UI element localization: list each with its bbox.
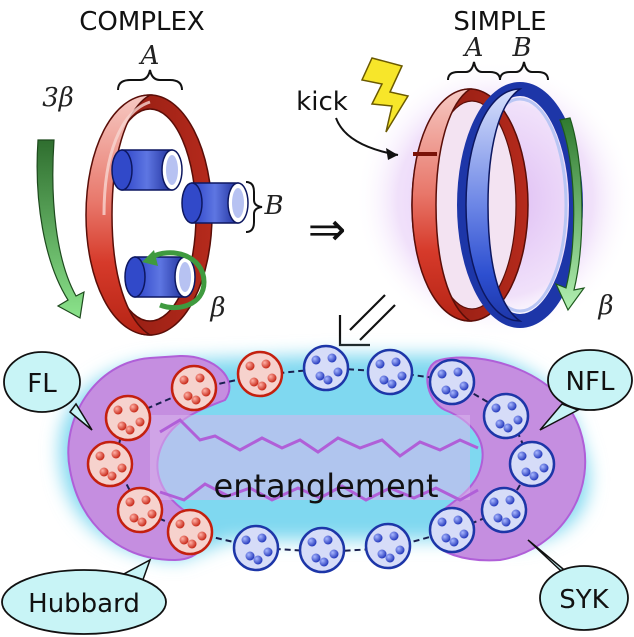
double-arrow-down-left bbox=[338, 294, 396, 347]
implies-arrow: ⇒ bbox=[308, 202, 347, 256]
label-b-right: B bbox=[511, 33, 531, 63]
site-blue-2 bbox=[366, 348, 414, 396]
site-blue-4 bbox=[482, 392, 530, 440]
callout-nfl-text: NFL bbox=[566, 367, 615, 397]
label-a-left: A bbox=[139, 41, 160, 71]
site-blue-7 bbox=[428, 506, 476, 554]
label-beta-right: β bbox=[597, 291, 613, 321]
label-beta-left: β bbox=[209, 293, 225, 323]
lightning-bolt-icon bbox=[360, 57, 410, 133]
site-blue-9 bbox=[298, 526, 346, 574]
site-blue-5 bbox=[508, 440, 556, 488]
simple-title: SIMPLE bbox=[453, 7, 546, 37]
entanglement-panel: entanglement bbox=[1, 344, 633, 635]
simple-panel: SIMPLE A B β kick bbox=[296, 7, 634, 340]
center-band bbox=[150, 415, 470, 500]
label-3beta: 3β bbox=[42, 83, 74, 113]
site-red-2 bbox=[236, 350, 284, 398]
site-red-5 bbox=[116, 486, 164, 534]
site-blue-8 bbox=[364, 522, 412, 570]
label-a-right: A bbox=[463, 33, 484, 63]
site-blue-10 bbox=[232, 524, 280, 572]
callout-syk-text: SYK bbox=[559, 585, 609, 615]
complex-panel: COMPLEX A bbox=[36, 7, 284, 336]
callout-hubbard: Hubbard bbox=[1, 558, 167, 635]
site-blue-6 bbox=[480, 486, 528, 534]
site-red-4 bbox=[86, 440, 134, 488]
entanglement-wiggle-top bbox=[159, 418, 479, 458]
label-entanglement: entanglement bbox=[214, 467, 439, 505]
site-blue-3 bbox=[428, 358, 476, 406]
brace-b-right bbox=[499, 61, 549, 81]
blue-cylinder-1 bbox=[111, 149, 183, 191]
callout-nfl: NFL bbox=[539, 349, 633, 431]
blue-cylinder-2 bbox=[181, 182, 249, 224]
brace-a-left bbox=[117, 69, 183, 91]
brace-b-left bbox=[245, 181, 263, 233]
site-red-3 bbox=[104, 394, 152, 442]
label-b-left: B bbox=[263, 191, 283, 221]
blue-cylinder-3 bbox=[124, 250, 207, 311]
label-kick: kick bbox=[296, 87, 348, 117]
callout-fl-text: FL bbox=[27, 369, 57, 399]
green-arrow-3beta bbox=[36, 139, 85, 319]
site-red-6 bbox=[166, 508, 214, 556]
callout-syk: SYK bbox=[527, 539, 629, 631]
callout-hubbard-text: Hubbard bbox=[28, 589, 140, 619]
site-red-1 bbox=[170, 364, 218, 412]
site-blue-1 bbox=[302, 344, 350, 392]
green-arrow-beta-right bbox=[554, 117, 586, 312]
callout-fl: FL bbox=[3, 351, 93, 431]
green-loop-arrow-small bbox=[148, 250, 207, 311]
complex-title: COMPLEX bbox=[79, 7, 204, 37]
blue-ring-right bbox=[457, 82, 583, 328]
entanglement-wiggle-bottom bbox=[159, 482, 479, 502]
brace-a-right bbox=[447, 61, 501, 81]
